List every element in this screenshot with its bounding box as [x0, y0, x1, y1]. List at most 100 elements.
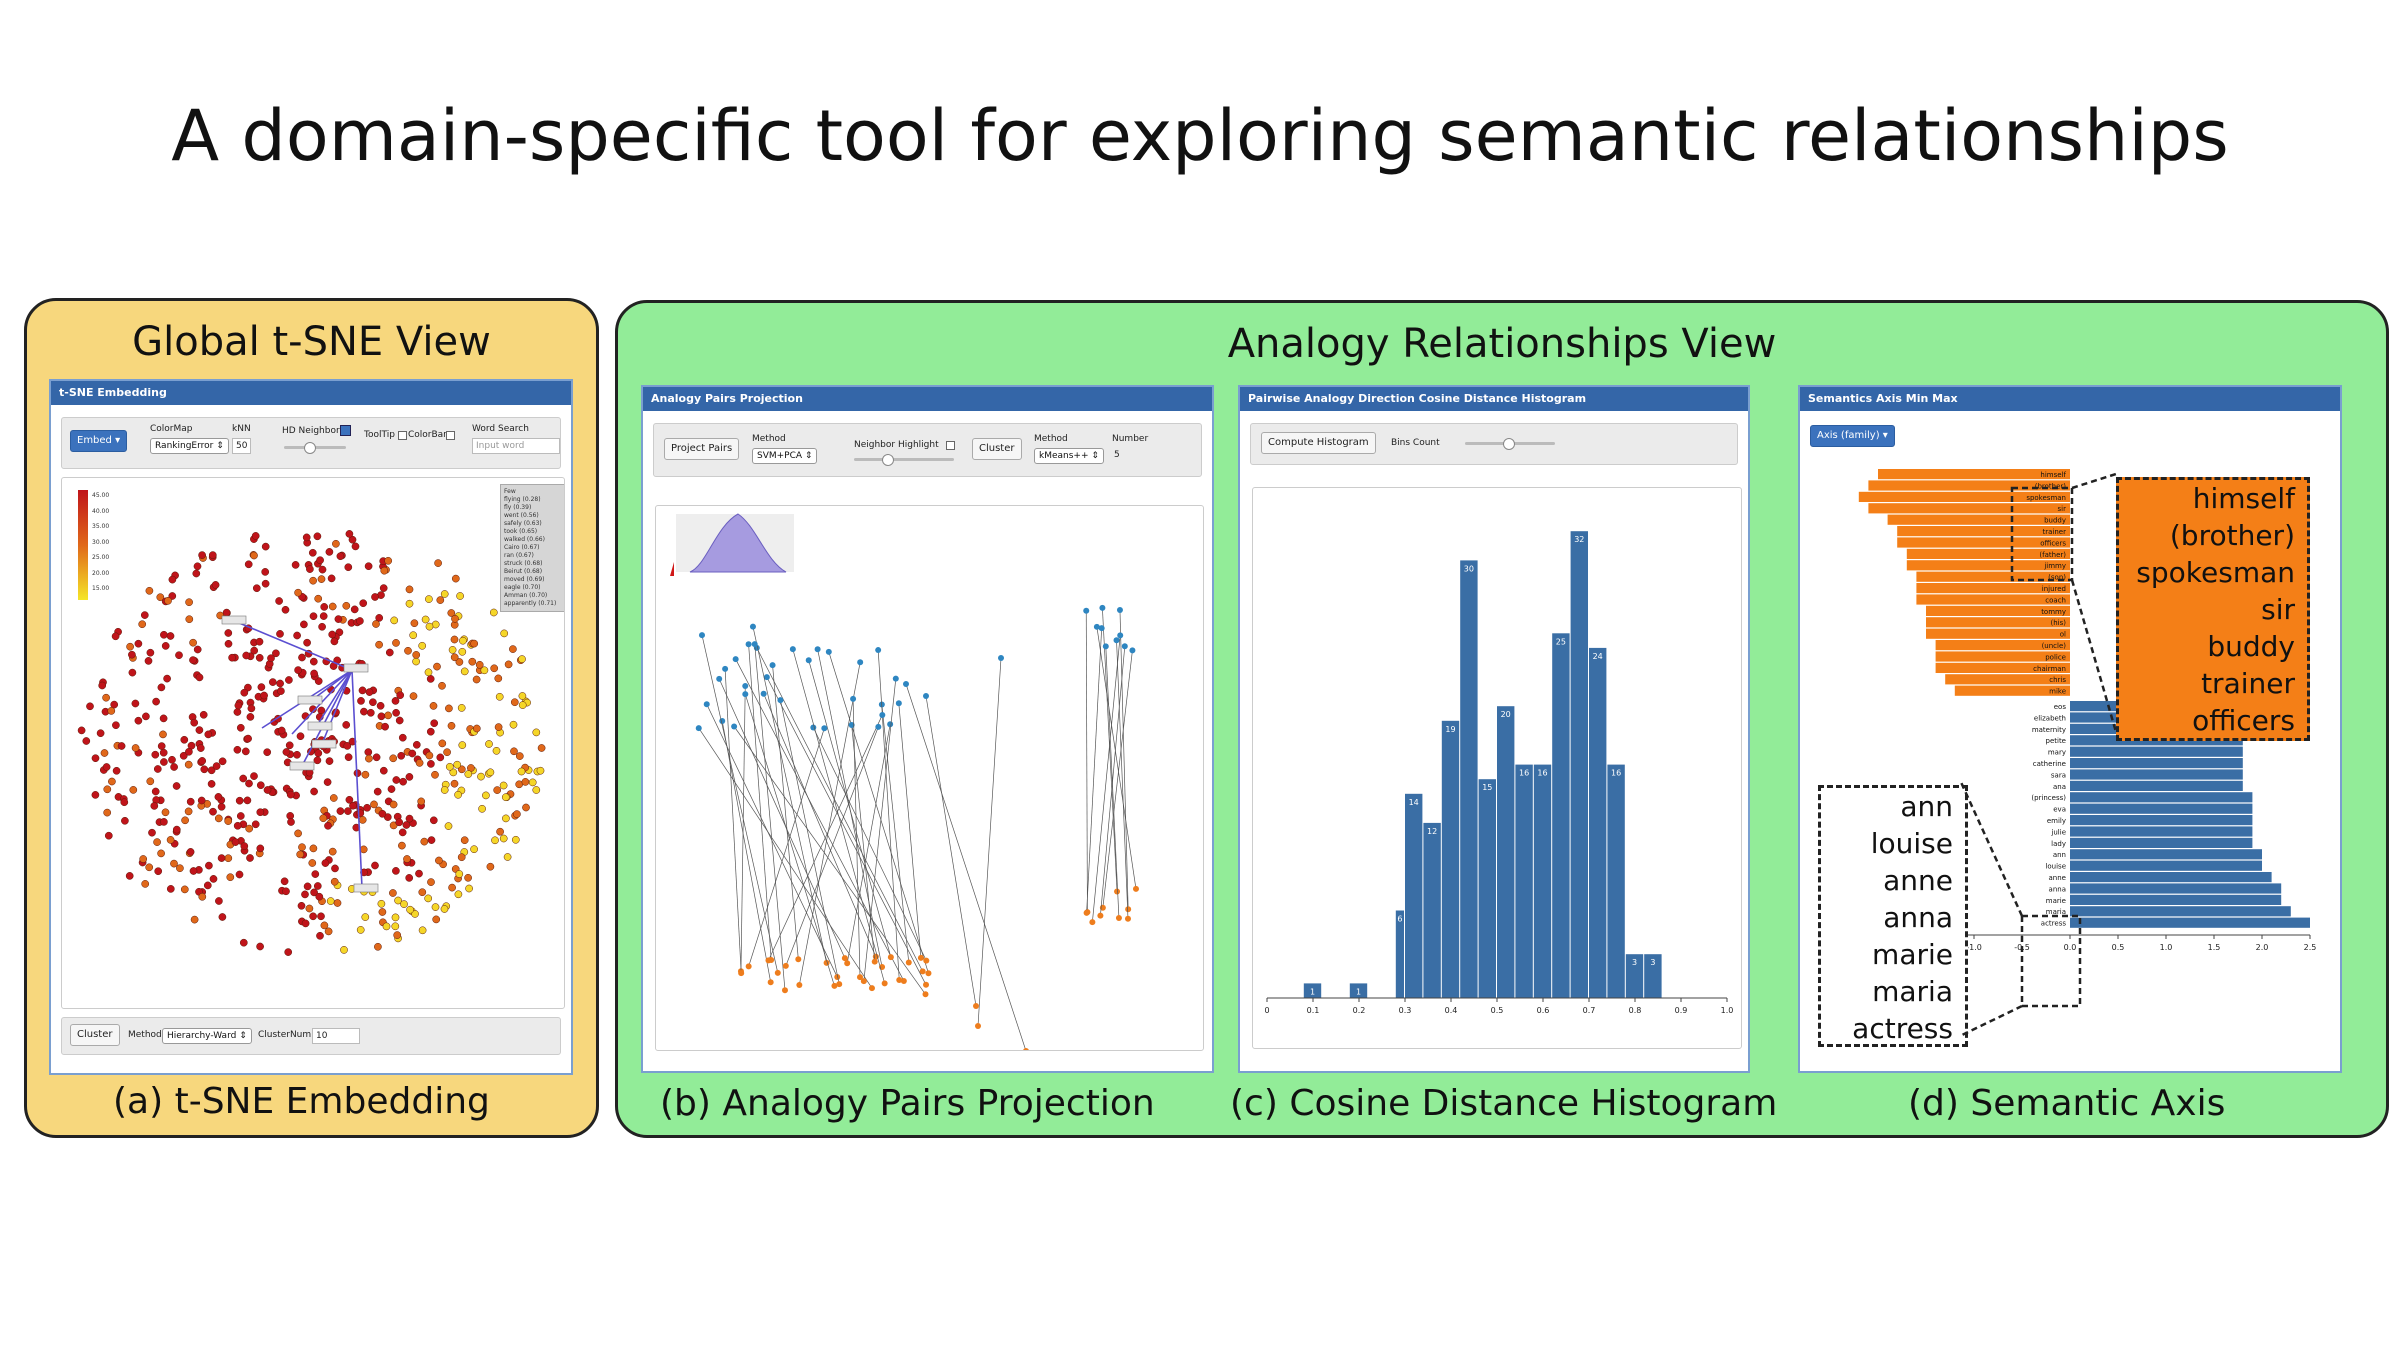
tsne-point[interactable] [189, 638, 197, 647]
tsne-point[interactable] [389, 800, 398, 809]
tsne-point[interactable] [82, 737, 91, 745]
pairs-cluster-button[interactable]: Cluster [972, 438, 1022, 460]
slider-knob[interactable] [1503, 438, 1515, 450]
tsne-point[interactable] [411, 910, 419, 918]
tsne-scatter-plot[interactable] [62, 478, 564, 1008]
tsne-point[interactable] [176, 864, 184, 873]
tsne-point[interactable] [336, 807, 345, 815]
tsne-point[interactable] [261, 568, 270, 576]
tsne-point[interactable] [328, 630, 337, 639]
tsne-point[interactable] [499, 834, 508, 843]
tsne-point[interactable] [152, 697, 160, 706]
tsne-point[interactable] [455, 870, 464, 878]
tsne-point[interactable] [255, 637, 264, 646]
tsne-point[interactable] [336, 552, 345, 561]
tsne-point[interactable] [395, 716, 404, 725]
tsne-point[interactable] [504, 660, 513, 669]
target-word-point[interactable] [922, 991, 929, 998]
tsne-point[interactable] [284, 948, 293, 956]
tsne-point[interactable] [297, 901, 306, 910]
tsne-point[interactable] [371, 593, 379, 601]
tsne-point[interactable] [184, 807, 193, 816]
tsne-point[interactable] [450, 653, 459, 662]
source-word-point[interactable] [745, 641, 752, 648]
tsne-point[interactable] [185, 615, 194, 624]
tsne-point[interactable] [161, 808, 170, 817]
tsne-point[interactable] [436, 753, 445, 762]
source-word-point[interactable] [1102, 643, 1109, 650]
tsne-point[interactable] [344, 753, 353, 762]
source-word-point[interactable] [805, 657, 812, 664]
tsne-point[interactable] [379, 584, 388, 592]
embed-button[interactable]: Embed ▾ [70, 430, 128, 452]
tsne-point[interactable] [286, 790, 295, 799]
source-word-point[interactable] [789, 646, 796, 653]
tsne-point[interactable] [197, 796, 206, 805]
tsne-point[interactable] [458, 741, 467, 749]
source-word-point[interactable] [850, 695, 857, 702]
tsne-point[interactable] [212, 762, 221, 770]
tsne-point[interactable] [246, 854, 254, 862]
tsne-point[interactable] [186, 848, 195, 856]
tsne-point[interactable] [250, 646, 259, 655]
tsne-point[interactable] [381, 722, 389, 731]
target-word-point[interactable] [782, 962, 789, 969]
tsne-point[interactable] [425, 595, 433, 603]
tsne-point[interactable] [244, 560, 253, 569]
source-word-point[interactable] [1083, 607, 1090, 614]
tsne-point[interactable] [154, 867, 163, 876]
source-word-point[interactable] [848, 721, 855, 728]
tsne-point[interactable] [398, 733, 407, 742]
tsne-point[interactable] [102, 693, 110, 702]
tsne-point[interactable] [432, 915, 441, 924]
tsne-point[interactable] [358, 686, 367, 695]
tsne-point[interactable] [378, 809, 387, 818]
tsne-point[interactable] [98, 681, 107, 690]
tsne-point[interactable] [342, 601, 351, 610]
tsne-point[interactable] [126, 642, 134, 651]
tsne-point[interactable] [405, 874, 414, 882]
tsne-point[interactable] [495, 692, 504, 701]
tsne-point[interactable] [470, 639, 479, 648]
tsne-point[interactable] [247, 704, 256, 713]
tsne-point[interactable] [319, 612, 328, 620]
source-word-point[interactable] [887, 721, 894, 728]
tsne-point[interactable] [96, 729, 105, 738]
tsne-point[interactable] [146, 648, 155, 657]
tsne-point[interactable] [510, 698, 519, 707]
tsne-point[interactable] [207, 780, 216, 788]
tsne-point[interactable] [518, 701, 527, 709]
tsne-point[interactable] [146, 777, 155, 786]
tsne-point[interactable] [324, 821, 332, 830]
tsne-point[interactable] [277, 687, 285, 695]
tsne-point[interactable] [193, 562, 202, 571]
tsne-scatter-area[interactable]: 45.00 40.00 35.00 30.00 25.00 20.00 15.0… [61, 477, 565, 1009]
tsne-point[interactable] [459, 636, 467, 645]
tsne-point[interactable] [157, 849, 165, 858]
tsne-point[interactable] [199, 710, 208, 719]
tsne-point[interactable] [453, 760, 462, 769]
tsne-point[interactable] [448, 883, 456, 892]
tsne-point[interactable] [224, 854, 233, 863]
tsne-point[interactable] [344, 807, 352, 815]
tsne-point[interactable] [316, 931, 324, 940]
tsne-point[interactable] [314, 594, 323, 603]
target-word-point[interactable] [831, 982, 838, 989]
source-word-point[interactable] [731, 723, 738, 730]
tsne-point[interactable] [510, 747, 518, 756]
tsne-point[interactable] [311, 870, 320, 878]
tsne-point[interactable] [159, 730, 167, 739]
tsne-point[interactable] [434, 559, 442, 567]
tsne-point[interactable] [189, 656, 197, 664]
tsne-point[interactable] [131, 744, 140, 752]
tsne-point[interactable] [429, 816, 438, 825]
source-word-point[interactable] [719, 718, 726, 725]
tsne-point[interactable] [405, 814, 414, 823]
tsne-point[interactable] [412, 740, 421, 749]
tsne-point[interactable] [287, 818, 295, 826]
source-word-point[interactable] [716, 675, 723, 682]
tsne-point[interactable] [148, 828, 156, 837]
target-word-point[interactable] [844, 960, 851, 967]
tsne-point[interactable] [190, 915, 199, 924]
tsne-point[interactable] [285, 741, 294, 750]
